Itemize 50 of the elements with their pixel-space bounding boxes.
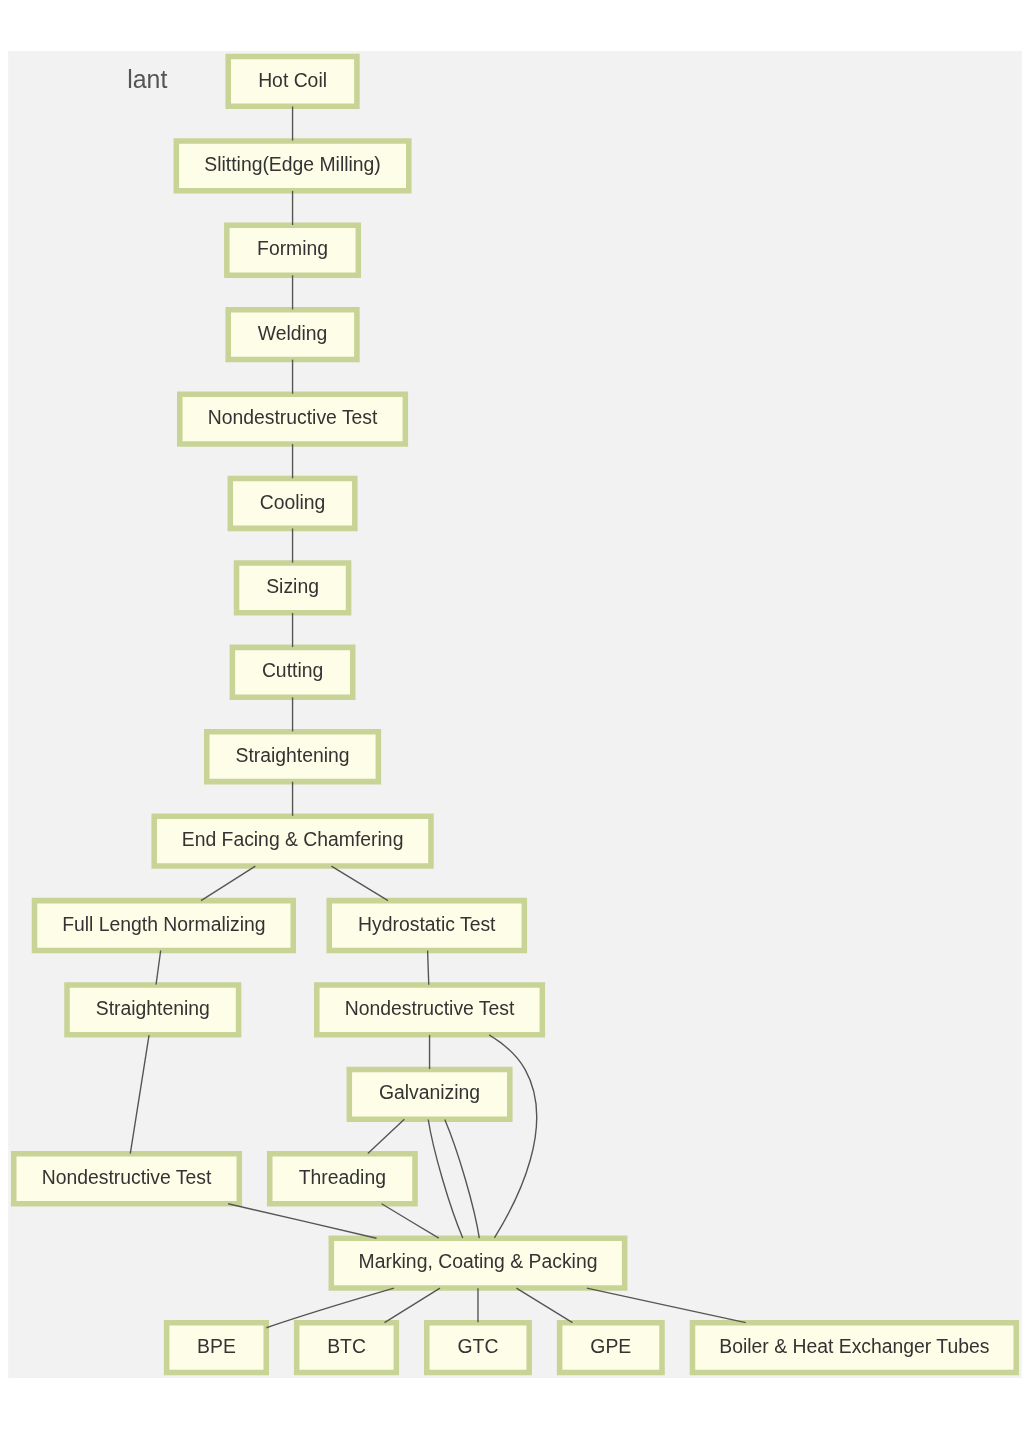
connector — [515, 1287, 574, 1324]
node-box: GTC — [424, 1319, 532, 1376]
connector — [367, 1118, 406, 1155]
node-box: Full Length Normalizing — [31, 897, 297, 954]
node-box: Galvanizing — [346, 1066, 513, 1122]
node-box: Sizing — [233, 560, 352, 616]
connector — [428, 1034, 431, 1070]
node-box: Hot Coil — [225, 53, 360, 110]
connector — [291, 443, 294, 479]
connector — [383, 1287, 441, 1324]
connector — [291, 274, 294, 311]
connector — [488, 1034, 538, 1239]
connector — [291, 527, 294, 564]
label: lant — [127, 64, 168, 93]
node-box: Cooling — [227, 475, 358, 532]
connector — [291, 696, 294, 733]
connector — [129, 1034, 150, 1155]
connector — [265, 1287, 395, 1329]
connector — [291, 781, 294, 817]
node-box: Hydrostatic Test — [326, 897, 528, 954]
connector — [477, 1287, 479, 1323]
connector — [586, 1287, 747, 1324]
node-box: Nondestructive Test — [177, 391, 409, 447]
node-box: Nondestructive Test — [314, 982, 546, 1038]
node-box: Straightening — [204, 729, 382, 785]
connector — [427, 1118, 464, 1239]
node-box: Nondestructive Test — [10, 1151, 243, 1207]
connector — [291, 612, 294, 648]
node-box: End Facing & Chamfering — [151, 813, 434, 869]
node-box: Cutting — [229, 644, 356, 700]
connector — [227, 1203, 378, 1239]
connector — [200, 865, 257, 902]
node-box: GPE — [556, 1319, 665, 1376]
connector — [291, 190, 294, 226]
connector — [155, 949, 162, 986]
connector — [291, 105, 294, 142]
node-box: Welding — [225, 307, 360, 363]
connector — [291, 359, 294, 395]
connector — [426, 949, 430, 986]
node-box: Slitting(Edge Milling) — [173, 138, 412, 194]
node-box: Forming — [224, 222, 362, 278]
connector — [444, 1118, 481, 1239]
node-box: BPE — [163, 1319, 270, 1376]
node-box: BTC — [293, 1319, 400, 1376]
node-box: Marking, Coating & Packing — [328, 1235, 628, 1291]
node-box: Straightening — [64, 982, 242, 1038]
connector — [330, 865, 389, 902]
node-box: Boiler & Heat Exchanger Tubes — [689, 1319, 1020, 1376]
connector — [380, 1203, 440, 1239]
node-box: Threading — [266, 1151, 418, 1207]
